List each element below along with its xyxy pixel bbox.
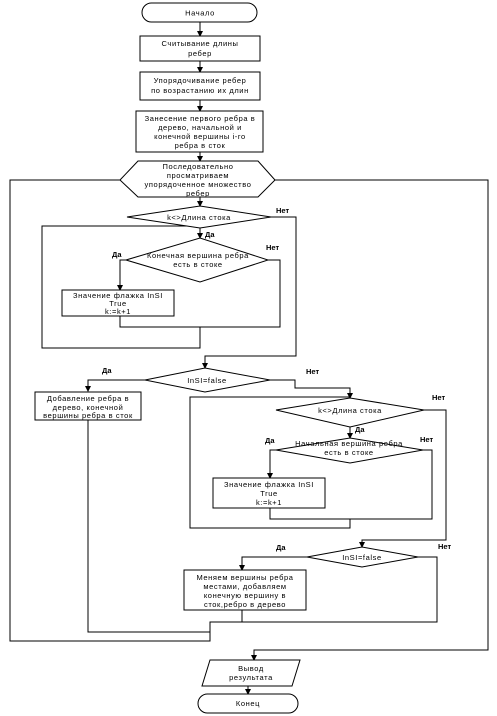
swap-process xyxy=(183,569,307,611)
cond5-decision xyxy=(275,437,424,464)
cond3-label: InSI=false xyxy=(187,376,227,385)
loop-label-1: Последовательно xyxy=(162,162,233,171)
cond4-label: k<>Длина стока xyxy=(318,406,382,415)
swap-label-1: Меняем вершины ребра xyxy=(196,573,293,582)
loop-label-3: упорядоченное множество xyxy=(145,180,252,189)
cond6-no-label: Нет xyxy=(438,542,451,551)
cond3-yes-label: Да xyxy=(102,366,112,375)
read-label-2: ребер xyxy=(188,49,212,58)
proc2-label-1: Значение флажка InSI xyxy=(224,480,314,489)
loop-preparation xyxy=(119,160,276,198)
cond2-label-1: Конечная вершина ребра xyxy=(147,251,249,260)
add-edge-label-3: вершины ребра в сток xyxy=(43,411,133,420)
first-label-2: дерево, начальной и xyxy=(158,123,242,132)
connectors xyxy=(9,22,489,695)
first-label-3: конечной вершины i-го xyxy=(154,132,246,141)
swap-label-4: сток,ребро в дерево xyxy=(204,600,286,609)
read-label-1: Считывание длины xyxy=(162,39,239,48)
loop-label-2: просматриваем xyxy=(167,171,229,180)
end-terminal xyxy=(197,693,299,714)
swap-label-3: конечную вершину в xyxy=(204,591,286,600)
add-edge-label-1: Добавление ребра в xyxy=(47,394,129,403)
cond1-no-label: Нет xyxy=(276,206,289,215)
start-label: Начало xyxy=(185,9,215,18)
sort-process xyxy=(139,71,261,101)
cond5-no-label: Нет xyxy=(420,435,433,444)
end-label: Конец xyxy=(236,699,260,708)
cond2-no-label: Нет xyxy=(266,243,279,252)
proc1-process xyxy=(61,289,175,317)
loop-label-4: ребер xyxy=(186,189,210,198)
cond5-yes-label: Да xyxy=(265,436,275,445)
cond1-label: k<>Длина стока xyxy=(167,213,231,222)
sort-label-1: Упорядочивание ребер xyxy=(154,76,247,85)
cond1-decision xyxy=(126,205,272,229)
proc2-process xyxy=(212,477,326,509)
swap-label-2: местами, добавляем xyxy=(203,582,286,591)
cond6-label: InSI=false xyxy=(342,553,382,562)
cond4-yes-label: Да xyxy=(355,425,365,434)
first-edge-process xyxy=(135,110,264,153)
proc1-label-1: Значение флажка InSI xyxy=(73,291,163,300)
output-io xyxy=(201,659,301,687)
cond6-yes-label: Да xyxy=(276,543,286,552)
proc1-label-3: k:=k+1 xyxy=(105,307,131,316)
cond1-yes-label: Да xyxy=(205,230,215,239)
cond2-decision xyxy=(124,237,270,283)
output-label-1: Вывод xyxy=(238,664,264,673)
cond4-no-label: Нет xyxy=(432,393,445,402)
proc2-label-3: k:=k+1 xyxy=(256,498,282,507)
cond6-decision xyxy=(306,546,419,568)
cond2-yes-label: Да xyxy=(112,250,122,259)
proc1-label-2: True xyxy=(109,299,127,308)
read-process xyxy=(139,35,261,62)
cond2-label-2: есть в стоке xyxy=(173,260,222,269)
cond5-label-2: есть в стоке xyxy=(324,448,373,457)
cond3-decision xyxy=(144,367,271,393)
first-label-1: Занесение первого ребра в xyxy=(145,114,256,123)
start-terminal xyxy=(141,2,258,23)
cond5-label-1: Начальная вершина ребра xyxy=(295,439,403,448)
proc2-label-2: True xyxy=(260,489,278,498)
add-edge-label-2: дерево, конечной xyxy=(53,403,124,412)
cond4-decision xyxy=(275,397,425,428)
add-edge-process xyxy=(34,391,142,421)
first-label-4: ребра в сток xyxy=(175,141,226,150)
output-label-2: результата xyxy=(229,673,273,682)
sort-label-2: по возрастанию их длин xyxy=(151,86,249,95)
cond3-no-label: Нет xyxy=(306,367,319,376)
